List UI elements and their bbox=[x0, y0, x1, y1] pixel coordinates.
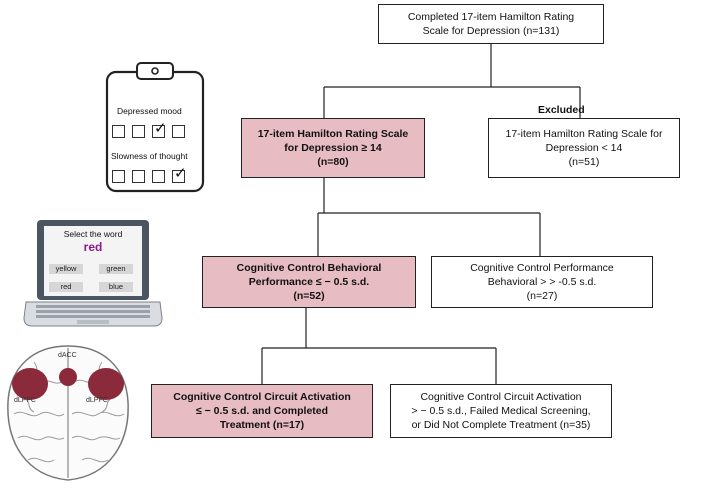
brain-shape bbox=[7, 345, 129, 481]
box-step1-excluded: 17-item Hamilton Rating Scale for Depres… bbox=[488, 118, 680, 178]
clipboard-row1: ✓ bbox=[112, 121, 185, 138]
step3-included-line1: Cognitive Control Circuit Activation bbox=[173, 391, 351, 403]
checkbox-empty bbox=[112, 170, 125, 183]
laptop-word: red bbox=[83, 240, 103, 254]
clipboard-icon: Depressed mood ✓ Slowness of thought ✓ bbox=[105, 60, 205, 193]
region-dlpfc-right: dLPFC bbox=[86, 397, 108, 404]
box-top-text: Completed 17-item Hamilton Rating Scale … bbox=[407, 11, 575, 37]
step2-included-title: Cognitive Control Behavioral Performance… bbox=[236, 262, 382, 288]
box-step3-excluded: Cognitive Control Circuit Activation > −… bbox=[390, 384, 612, 438]
checkbox-empty bbox=[132, 170, 145, 183]
step3-excluded-line1: Cognitive Control Circuit Activation bbox=[420, 391, 582, 403]
clipboard-row2: ✓ bbox=[112, 166, 187, 183]
laptop-option-red: red bbox=[49, 282, 83, 292]
laptop-option-yellow: yellow bbox=[49, 264, 83, 274]
checkbox-checked: ✓ bbox=[172, 166, 187, 183]
check-mark-icon: ✓ bbox=[174, 165, 187, 182]
box-step2-included: Cognitive Control Behavioral Performance… bbox=[202, 256, 416, 308]
step3-included-line3: Treatment (n=17) bbox=[219, 419, 305, 431]
checkbox-empty bbox=[172, 125, 185, 138]
box-top: Completed 17-item Hamilton Rating Scale … bbox=[378, 4, 604, 44]
step1-excluded-n: (n=51) bbox=[568, 156, 600, 168]
box-step1-included: 17-item Hamilton Rating Scale for Depres… bbox=[241, 118, 425, 178]
checkbox-empty bbox=[112, 125, 125, 138]
step3-included-line2: ≤ − 0.5 s.d. and Completed bbox=[195, 405, 329, 417]
excluded-label: Excluded bbox=[538, 104, 585, 116]
region-dlpfc-left: dLPFC bbox=[14, 397, 36, 404]
laptop-option-blue: blue bbox=[99, 282, 133, 292]
checkbox-empty bbox=[152, 170, 165, 183]
clipboard-shape bbox=[105, 62, 205, 193]
step3-excluded-line3: or Did Not Complete Treatment (n=35) bbox=[411, 419, 591, 431]
step2-excluded-n: (n=27) bbox=[526, 290, 558, 302]
laptop-shape bbox=[23, 220, 163, 327]
step1-included-n: (n=80) bbox=[317, 156, 349, 168]
step2-excluded-title: Cognitive Control Performance Behavioral… bbox=[470, 262, 614, 288]
step1-included-title: 17-item Hamilton Rating Scale for Depres… bbox=[257, 128, 409, 154]
laptop-prompt: Select the word bbox=[63, 229, 123, 239]
checkbox-empty bbox=[132, 125, 145, 138]
laptop-icon: Select the word red yellow green red blu… bbox=[22, 218, 164, 330]
checkbox-checked: ✓ bbox=[152, 121, 167, 138]
step2-included-n: (n=52) bbox=[293, 290, 325, 302]
clipboard-item1: Depressed mood bbox=[117, 106, 182, 116]
step3-excluded-line2: > − 0.5 s.d., Failed Medical Screening, bbox=[411, 405, 591, 417]
step1-excluded-title: 17-item Hamilton Rating Scale for Depres… bbox=[505, 128, 663, 154]
region-dacc: dACC bbox=[58, 352, 77, 359]
clipboard-item2: Slowness of thought bbox=[111, 151, 188, 161]
box-step2-excluded: Cognitive Control Performance Behavioral… bbox=[431, 256, 653, 308]
brain-icon: dACC dLPFC dLPFC bbox=[4, 342, 132, 484]
laptop-option-green: green bbox=[99, 264, 133, 274]
box-step3-included: Cognitive Control Circuit Activation ≤ −… bbox=[151, 384, 373, 438]
check-mark-icon: ✓ bbox=[154, 120, 167, 137]
